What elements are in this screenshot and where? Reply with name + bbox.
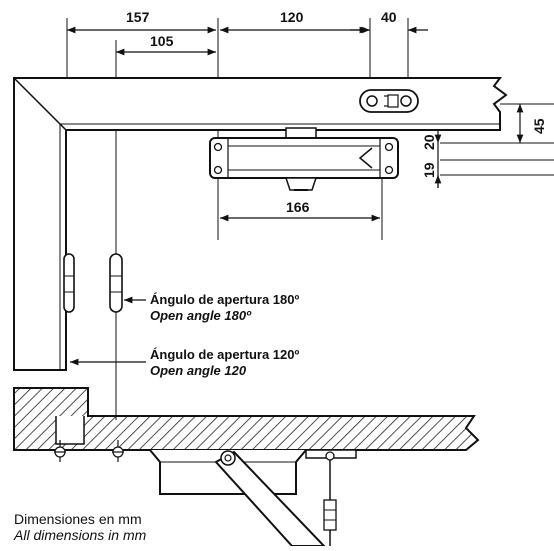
dim-20: 20 (421, 134, 437, 150)
dim-40: 40 (381, 9, 397, 25)
dimension-lines (67, 26, 524, 222)
dim-19: 19 (421, 162, 437, 178)
label-angle-120-es: Ángulo de apertura 120º (150, 347, 299, 362)
arm-shoe-bracket (359, 89, 419, 113)
label-angle-120-en: Open angle 120 (150, 363, 247, 378)
hinges (63, 253, 123, 313)
dim-45: 45 (531, 118, 547, 134)
door-leaf-section (13, 387, 480, 451)
floor-screws (54, 440, 124, 462)
door-closer-body (209, 127, 399, 191)
angle-labels: Ángulo de apertura 180º Open angle 180º … (150, 292, 299, 378)
label-leaders (70, 296, 146, 366)
units-note: Dimensiones en mm All dimensions in mm (13, 511, 147, 543)
label-angle-180-en: Open angle 180º (150, 308, 252, 323)
dim-105: 105 (150, 33, 174, 49)
dim-166: 166 (286, 199, 310, 215)
hinge-180 (63, 253, 75, 313)
door-frame (13, 77, 508, 371)
dim-120: 120 (280, 9, 304, 25)
label-angle-180-es: Ángulo de apertura 180º (150, 292, 299, 307)
units-note-es: Dimensiones en mm (14, 511, 142, 527)
units-note-en: All dimensions in mm (13, 527, 147, 543)
dim-157: 157 (126, 9, 150, 25)
closer-side-view (149, 449, 357, 547)
dimension-labels: 157 105 120 40 166 45 20 19 (126, 9, 547, 215)
hinge-120 (109, 253, 123, 313)
